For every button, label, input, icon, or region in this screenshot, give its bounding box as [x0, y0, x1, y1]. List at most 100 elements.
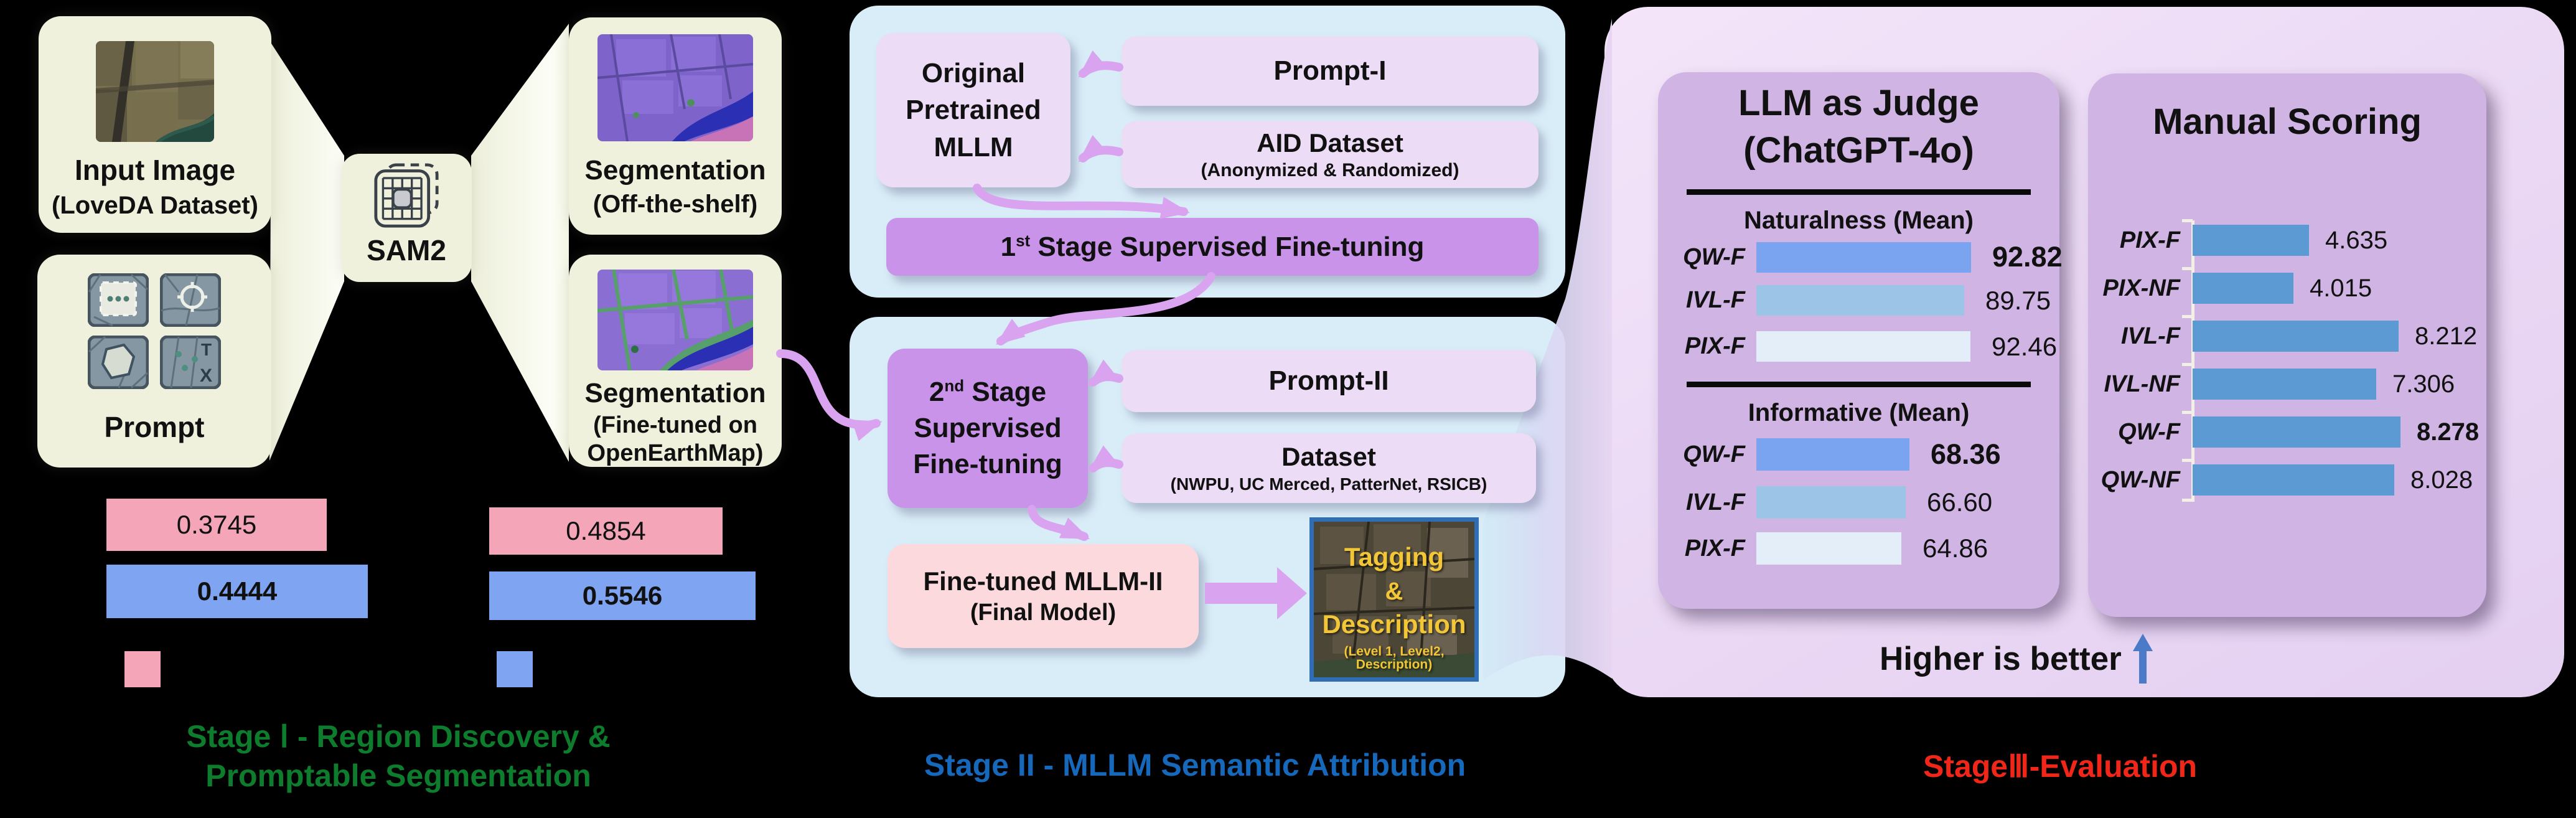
naturalness-row-ivlf: IVL-F 89.75 — [1670, 285, 2051, 316]
seg-off-subtitle: (Off-the-shelf) — [592, 190, 758, 219]
original-mllm-box: Original Pretrained MLLM — [876, 33, 1070, 187]
bar-label: IVL-NF — [2104, 370, 2180, 397]
bar-value: 68.36 — [1931, 438, 2001, 470]
bar-value: 4.635 — [2325, 226, 2388, 254]
judge-title-line1: LLM as Judge — [1738, 83, 1979, 123]
beam-left — [269, 44, 344, 461]
bar — [1756, 486, 1906, 519]
bar-value: 8.212 — [2415, 322, 2478, 350]
judge-divider-top — [1687, 189, 2031, 195]
sft2-num: 2 — [929, 376, 945, 407]
prompt-box-label: Prompt — [104, 411, 205, 443]
tagging-line3: Description — [1322, 609, 1466, 639]
seg-off-title: Segmentation — [584, 155, 766, 186]
bar-value: 64.86 — [1923, 534, 1988, 563]
naturalness-title: Naturalness (Mean) — [1744, 207, 1974, 234]
iou-value-label: 0.4854 — [566, 516, 646, 545]
chip-icon — [374, 163, 439, 228]
informative-row-ivlf: IVL-F 66.60 — [1670, 486, 1992, 519]
bar — [2193, 273, 2293, 304]
segmentation-offtheshelf-image — [597, 34, 753, 141]
iou-value-label: 0.3745 — [176, 510, 257, 539]
sft1-rest: Stage Supervised Fine-tuning — [1030, 231, 1425, 262]
manual-row-qwnf: QW-NF 8.028 — [2088, 464, 2473, 496]
bar — [2193, 464, 2394, 496]
manual-row-ivlf: IVL-F 8.212 — [2088, 321, 2477, 352]
manual-scoring-panel: Manual Scoring PIX-F 4.635 PIX-NF 4.015 … — [2088, 73, 2486, 617]
bar — [1756, 331, 1970, 362]
sam2-label: SAM2 — [367, 234, 446, 266]
prompt-icon-grid: T X — [88, 273, 221, 389]
dataset-box: Dataset (NWPU, UC Merced, PatterNet, RSI… — [1122, 433, 1536, 503]
sft2-sup: nd — [944, 376, 965, 395]
svg-text:T: T — [201, 340, 212, 359]
prompt2-label: Prompt-II — [1268, 365, 1389, 397]
input-box-title: Input Image — [74, 154, 236, 186]
prompt-box: T X Prompt — [37, 255, 271, 468]
beam-right — [471, 24, 569, 462]
bar — [2193, 321, 2399, 352]
sft2-line3: Fine-tuning — [913, 449, 1062, 480]
sft2-line2: Supervised — [914, 412, 1062, 443]
mllm-line1: Original — [921, 57, 1026, 88]
aid-subtitle: (Anonymized & Randomized) — [1201, 159, 1459, 181]
bar — [2193, 369, 2376, 400]
informative-row-pixf: PIX-F 64.86 — [1670, 532, 1988, 565]
manual-row-pixnf: PIX-NF 4.015 — [2088, 273, 2372, 304]
judge-title-line2: (ChatGPT-4o) — [1743, 130, 1974, 171]
axis-tick — [2182, 267, 2193, 270]
axis-tick — [2182, 459, 2193, 462]
manual-row-pixf: PIX-F 4.635 — [2088, 225, 2387, 256]
iou-value-label: 0.5546 — [582, 581, 663, 610]
aid-title: AID Dataset — [1257, 128, 1403, 157]
tagging-output-image: Tagging & Description (Level 1, Level2, … — [1309, 517, 1479, 682]
sam2-box: SAM2 — [341, 154, 472, 282]
seg-ft-subtitle-line1: (Fine-tuned on — [593, 412, 757, 439]
bar — [1756, 532, 1901, 565]
manual-row-ivlnf: IVL-NF 7.306 — [2088, 369, 2455, 400]
bar-label: QW-F — [1683, 441, 1745, 468]
sft2-box: 2nd Stage Supervised Fine-tuning — [888, 349, 1088, 508]
seg-ft-subtitle-line2: OpenEarthMap) — [587, 440, 764, 466]
naturalness-row-qwf: QW-F 92.82 — [1670, 241, 2063, 273]
bar-value: 89.75 — [1985, 285, 2051, 315]
higher-is-better-text: Higher is better — [1880, 640, 2122, 677]
bar-label: QW-F — [1683, 243, 1745, 270]
bar-label: PIX-F — [2119, 227, 2180, 253]
axis-tick — [2182, 315, 2193, 318]
bar-value: 66.60 — [1927, 487, 1993, 517]
iou-bar-right-pink: 0.4854 — [489, 507, 723, 555]
informative-title: Informative (Mean) — [1748, 399, 1970, 426]
stage1-caption: Stage Ⅰ - Region Discovery & Promptable … — [93, 717, 703, 796]
prompt2-box: Prompt-II — [1122, 350, 1536, 412]
bar — [1756, 285, 1964, 316]
manual-row-qwf: QW-F 8.278 — [2088, 416, 2479, 448]
iou-value-label: 0.4444 — [197, 576, 278, 606]
point-prompt-icon — [160, 273, 221, 327]
bar-value: 4.015 — [2310, 274, 2372, 302]
naturalness-row-pixf: PIX-F 92.46 — [1670, 331, 2057, 362]
bar-label: PIX-F — [1684, 535, 1745, 562]
mask-prompt-icon — [88, 336, 149, 389]
sft1-text: 1st Stage Supervised Fine-tuning — [1001, 232, 1425, 262]
bar-value: 92.82 — [1992, 241, 2063, 273]
sft1-sup: st — [1016, 231, 1031, 250]
input-box-subtitle: (LoveDA Dataset) — [52, 191, 258, 219]
up-arrow-icon — [2132, 634, 2153, 684]
axis-tick — [2182, 363, 2193, 366]
seg-ft-title: Segmentation — [584, 378, 766, 408]
bar-value: 8.278 — [2417, 418, 2480, 446]
iou-bar-left-blue: 0.4444 — [106, 565, 368, 618]
legend-swatch-blue — [497, 651, 533, 687]
svg-text:X: X — [200, 365, 212, 386]
tagging-line2: & — [1385, 578, 1403, 605]
aerial-input-image — [96, 41, 214, 142]
mllm2-title: Fine-tuned MLLM-II — [923, 566, 1163, 596]
bar — [2193, 416, 2400, 448]
mllm-line2: Pretrained — [906, 95, 1041, 126]
bar — [2193, 225, 2309, 256]
bar-label: IVL-F — [1686, 287, 1745, 313]
bar-value: 8.028 — [2410, 466, 2473, 494]
informative-row-qwf: QW-F 68.36 — [1670, 438, 2001, 471]
